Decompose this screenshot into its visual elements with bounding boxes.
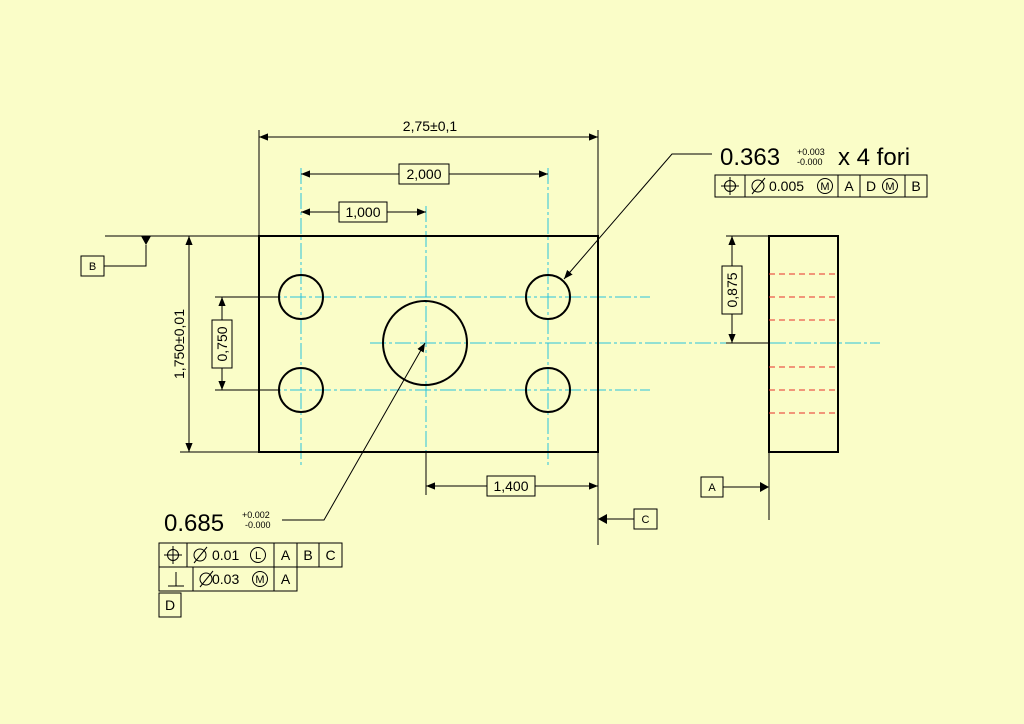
mmc-icon xyxy=(817,178,833,194)
center-hole xyxy=(382,300,468,386)
center-hole-perp-datum-1: A xyxy=(281,571,291,587)
dim-box-center-hole-x xyxy=(338,201,388,223)
small-hole-tol-upper: +0.003 xyxy=(797,147,825,157)
datum-c: C xyxy=(598,508,658,530)
dim-hole-pitch-y: 0,750 xyxy=(214,326,230,361)
small-holes-fcf-tolerance: 0.005 xyxy=(769,178,804,194)
svg-text:M: M xyxy=(255,574,264,586)
center-hole-callout: 0.685 +0.002 -0.000 0.01 L A B C xyxy=(158,342,426,618)
svg-text:L: L xyxy=(255,550,261,562)
hole-top-right xyxy=(525,274,571,320)
center-hole-size: 0.685 xyxy=(164,510,224,537)
center-hole-perp-tolerance: 0.03 xyxy=(212,571,239,587)
small-holes-fcf-datum-3: B xyxy=(911,178,920,194)
svg-text:A: A xyxy=(708,482,716,494)
center-hole-position-datum-2: B xyxy=(303,547,312,563)
svg-text:M: M xyxy=(820,181,829,193)
svg-text:M: M xyxy=(885,181,894,193)
center-hole-position-datum-1: A xyxy=(281,547,291,563)
lmc-icon xyxy=(250,547,266,563)
small-hole-tol-lower: -0.000 xyxy=(797,157,823,167)
small-holes-callout: 0.363 +0.003 -0.000 x 4 fori 0.005 M A D… xyxy=(563,144,928,280)
center-hole-tol-lower: -0.000 xyxy=(245,520,271,530)
mmc-icon xyxy=(252,571,268,587)
center-lines xyxy=(240,168,880,468)
position-icon xyxy=(164,546,182,564)
datum-d-box xyxy=(158,592,182,618)
small-hole-size: 0.363 xyxy=(720,144,780,171)
center-hole-position-datum-3: C xyxy=(325,547,335,563)
svg-text:C: C xyxy=(642,514,650,526)
dim-overall-width: 2,75±0,1 xyxy=(403,118,458,134)
datum-d-label: D xyxy=(165,597,175,613)
center-hole-position-tolerance: 0.01 xyxy=(212,547,239,563)
small-hole-count: x 4 fori xyxy=(838,144,910,171)
center-hole-perp-fcf xyxy=(158,566,298,592)
dim-side-height: 0,875 xyxy=(724,272,740,307)
hole-bottom-right xyxy=(525,367,571,413)
small-holes-fcf xyxy=(714,174,928,198)
hidden-lines xyxy=(769,273,838,414)
perpendicularity-icon xyxy=(168,572,184,587)
mmc-icon xyxy=(882,178,898,194)
diameter-icon xyxy=(199,570,214,588)
extension-lines xyxy=(180,130,770,545)
dim-center-hole-x: 1,000 xyxy=(345,204,380,220)
datum-b: B xyxy=(80,235,180,277)
diameter-icon xyxy=(751,177,766,195)
diameter-icon xyxy=(193,546,208,564)
dim-center-hole-offset: 1,400 xyxy=(493,478,528,494)
small-holes-fcf-datum-1: A xyxy=(844,178,854,194)
dim-hole-pitch-x: 2,000 xyxy=(406,166,441,182)
part-outline xyxy=(258,235,599,453)
dim-box-center-hole-offset xyxy=(486,475,536,497)
datum-a: A xyxy=(700,476,769,498)
small-holes-fcf-datum-2: D xyxy=(866,178,876,194)
dim-box-hole-pitch-y xyxy=(211,319,233,369)
dimension-lines xyxy=(185,133,736,490)
dim-box-hole-pitch-x xyxy=(398,163,450,185)
side-view-outline xyxy=(768,235,839,453)
center-hole-tol-upper: +0.002 xyxy=(242,510,270,520)
dim-box-side-height xyxy=(721,265,743,315)
dim-overall-height: 1,750±0,01 xyxy=(171,309,187,379)
svg-text:B: B xyxy=(89,261,96,273)
position-icon xyxy=(721,177,739,195)
